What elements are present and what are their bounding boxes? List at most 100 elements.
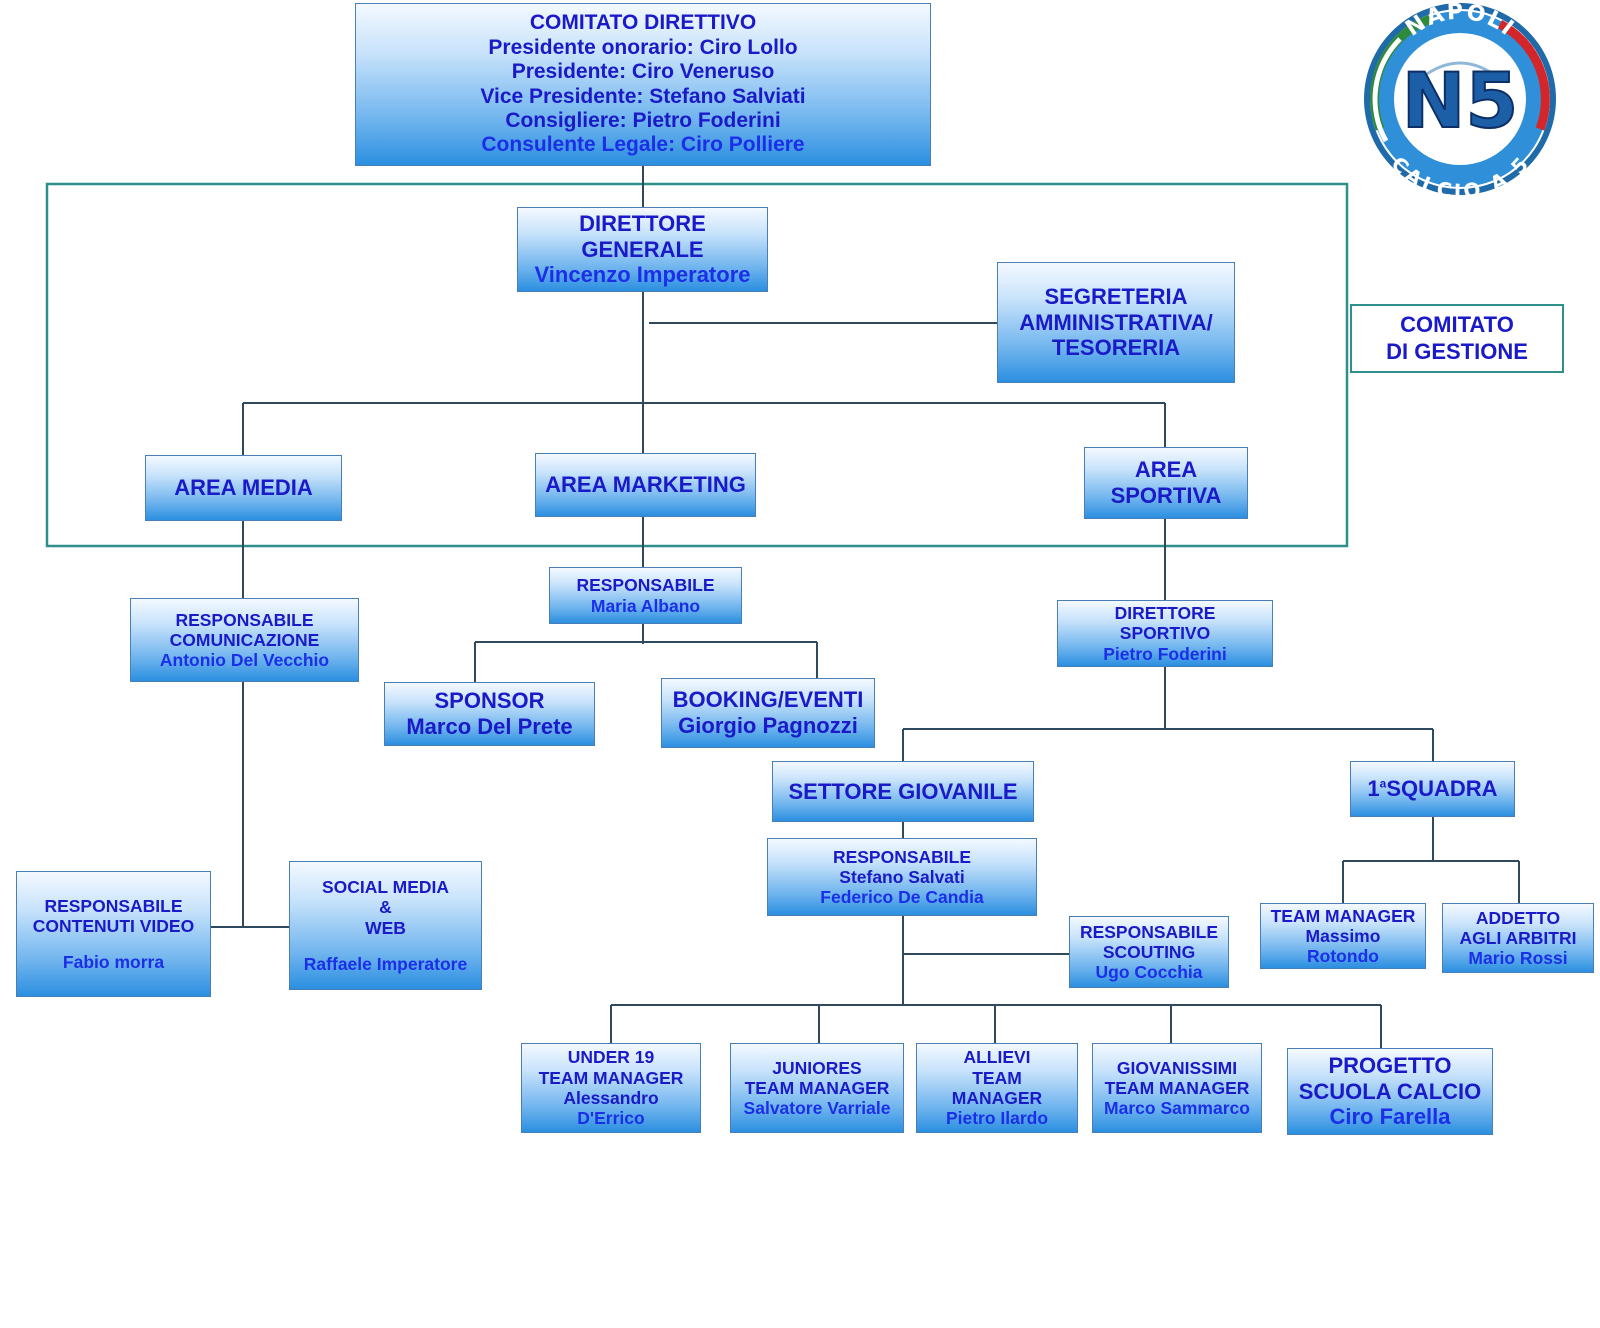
prima-squadra-text: SQUADRA <box>1386 776 1498 802</box>
consigliere: Consigliere: Pietro Foderini <box>505 108 781 132</box>
area-sportiva-box: AREA SPORTIVA <box>1084 447 1248 519</box>
booking-name: Giorgio Pagnozzi <box>678 713 858 738</box>
team-manager-box: TEAM MANAGER Massimo Rotondo <box>1260 903 1426 969</box>
prima-squadra-label: 1aSQUADRA <box>1367 776 1497 802</box>
area-marketing-box: AREA MARKETING <box>535 453 756 517</box>
allievi-line1: ALLIEVI <box>963 1047 1031 1068</box>
ds-line1: DIRETTORE <box>1114 603 1216 624</box>
under19-line2: TEAM MANAGER <box>538 1067 684 1088</box>
resp-giovanile-name1: Stefano Salvati <box>839 866 965 887</box>
comitato-direttivo-box: COMITATO DIRETTIVO Presidente onorario: … <box>355 3 931 166</box>
sponsor-box: SPONSOR Marco Del Prete <box>384 682 595 746</box>
juniores-line1: JUNIORES <box>772 1057 862 1078</box>
booking-box: BOOKING/EVENTI Giorgio Pagnozzi <box>661 678 875 748</box>
area-marketing-label: AREA MARKETING <box>545 472 746 498</box>
comitato-gestione-line1: COMITATO <box>1400 312 1514 338</box>
comitato-gestione-line2: DI GESTIONE <box>1386 338 1528 364</box>
social-name: Raffaele Imperatore <box>303 953 468 974</box>
segreteria-box: SEGRETERIA AMMINISTRATIVA/ TESORERIA <box>997 262 1235 383</box>
social-line2: & <box>379 897 392 918</box>
juniores-line2: TEAM MANAGER <box>744 1077 890 1098</box>
direttore-generale-box: DIRETTORE GENERALE Vincenzo Imperatore <box>517 207 768 292</box>
team-manager-line1: TEAM MANAGER <box>1270 905 1416 926</box>
allievi-name: Pietro Ilardo <box>945 1108 1049 1129</box>
ds-line2: SPORTIVO <box>1119 623 1211 644</box>
juniores-name: Salvatore Varriale <box>743 1098 891 1119</box>
under19-line1: UNDER 19 <box>567 1047 655 1068</box>
scuola-line1: PROGETTO <box>1328 1053 1452 1079</box>
under19-box: UNDER 19 TEAM MANAGER Alessandro D'Erric… <box>521 1043 701 1133</box>
resp-video-line2: CONTENUTI VIDEO <box>32 915 195 936</box>
scuola-calcio-box: PROGETTO SCUOLA CALCIO Ciro Farella <box>1287 1048 1493 1135</box>
consulente-legale: Consulente Legale: Ciro Polliere <box>481 133 805 157</box>
scuola-line2: SCUOLA CALCIO <box>1298 1078 1482 1104</box>
resp-giovanile-line1: RESPONSABILE <box>832 846 972 867</box>
addetto-name: Mario Rossi <box>1468 948 1568 969</box>
resp-scouting-line1: RESPONSABILE <box>1079 921 1219 942</box>
resp-comunicazione-name: Antonio Del Vecchio <box>159 650 330 671</box>
resp-giovanile-box: RESPONSABILE Stefano Salvati Federico De… <box>767 838 1037 916</box>
addetto-arbitri-box: ADDETTO AGLI ARBITRI Mario Rossi <box>1442 903 1594 973</box>
prima-squadra-number: 1 <box>1367 776 1380 802</box>
resp-video-name: Fabio morra <box>62 952 165 973</box>
resp-video-line1: RESPONSABILE <box>44 895 183 916</box>
resp-scouting-line2: SCOUTING <box>1102 941 1196 962</box>
area-media-box: AREA MEDIA <box>145 455 342 521</box>
comitato-gestione-label: COMITATO DI GESTIONE <box>1350 304 1564 373</box>
prima-squadra-sup: a <box>1379 776 1387 791</box>
napoli-calcio-a5-logo: N5 NAPOLI CALCIO A 5 <box>1364 0 1556 203</box>
under19-name1: Alessandro <box>563 1088 659 1108</box>
giovanissimi-line2: TEAM MANAGER <box>1104 1077 1250 1098</box>
social-media-box: SOCIAL MEDIA & WEB Raffaele Imperatore <box>289 861 482 990</box>
addetto-line2: AGLI ARBITRI <box>1459 927 1577 948</box>
team-manager-name1: Massimo <box>1305 925 1381 946</box>
social-line1: SOCIAL MEDIA <box>321 876 450 897</box>
direttore-sportivo-box: DIRETTORE SPORTIVO Pietro Foderini <box>1057 600 1273 667</box>
settore-giovanile-label: SETTORE GIOVANILE <box>788 778 1018 804</box>
resp-giovanile-name2: Federico De Candia <box>820 887 984 908</box>
segreteria-line3: TESORERIA <box>1051 335 1181 361</box>
resp-scouting-name: Ugo Cocchia <box>1095 962 1203 983</box>
area-sportiva-line1: AREA <box>1134 457 1198 483</box>
resp-marketing-line1: RESPONSABILE <box>576 575 715 596</box>
juniores-box: JUNIORES TEAM MANAGER Salvatore Varriale <box>730 1043 904 1133</box>
presidente: Presidente: Ciro Veneruso <box>511 60 775 84</box>
resp-scouting-box: RESPONSABILE SCOUTING Ugo Cocchia <box>1069 916 1229 988</box>
social-line3: WEB <box>365 917 406 938</box>
area-sportiva-line2: SPORTIVA <box>1110 483 1222 508</box>
giovanissimi-box: GIOVANISSIMI TEAM MANAGER Marco Sammarco <box>1092 1043 1262 1133</box>
resp-comunicazione-line1: RESPONSABILE <box>175 609 314 630</box>
segreteria-line1: SEGRETERIA <box>1044 284 1188 310</box>
resp-video-box: RESPONSABILE CONTENUTI VIDEO Fabio morra <box>16 871 211 997</box>
comitato-direttivo-title: COMITATO DIRETTIVO <box>529 11 757 35</box>
area-media-label: AREA MEDIA <box>174 475 313 501</box>
resp-marketing-name: Maria Albano <box>590 595 701 616</box>
segreteria-line2: AMMINISTRATIVA/ <box>1019 309 1213 335</box>
dg-line1: DIRETTORE <box>579 211 706 237</box>
sponsor-name: Marco Del Prete <box>406 714 573 739</box>
scuola-name: Ciro Farella <box>1329 1104 1451 1130</box>
team-manager-name2: Rotondo <box>1307 946 1379 967</box>
booking-label: BOOKING/EVENTI <box>672 687 864 713</box>
prima-squadra-box: 1aSQUADRA <box>1350 761 1515 817</box>
vice-presidente: Vice Presidente: Stefano Salviati <box>480 84 806 108</box>
resp-comunicazione-box: RESPONSABILE COMUNICAZIONE Antonio Del V… <box>130 598 359 682</box>
comitato-gestione-frame <box>45 182 1349 548</box>
dg-name: Vincenzo Imperatore <box>534 262 751 288</box>
dg-line2: GENERALE <box>581 236 704 262</box>
giovanissimi-line1: GIOVANISSIMI <box>1116 1057 1238 1078</box>
resp-marketing-box: RESPONSABILE Maria Albano <box>549 567 742 624</box>
settore-giovanile-box: SETTORE GIOVANILE <box>772 761 1034 822</box>
allievi-line2: TEAM <box>972 1067 1022 1088</box>
allievi-line3: MANAGER <box>951 1088 1043 1108</box>
addetto-line1: ADDETTO <box>1475 907 1561 928</box>
logo-mark: N5 <box>1402 56 1519 145</box>
giovanissimi-name: Marco Sammarco <box>1104 1098 1250 1119</box>
allievi-box: ALLIEVI TEAM MANAGER Pietro Ilardo <box>916 1043 1078 1133</box>
under19-name2: D'Errico <box>577 1108 645 1129</box>
ds-name: Pietro Foderini <box>1103 643 1227 664</box>
resp-comunicazione-line2: COMUNICAZIONE <box>169 629 320 650</box>
presidente-onorario: Presidente onorario: Ciro Lollo <box>488 35 798 59</box>
sponsor-label: SPONSOR <box>434 688 545 714</box>
